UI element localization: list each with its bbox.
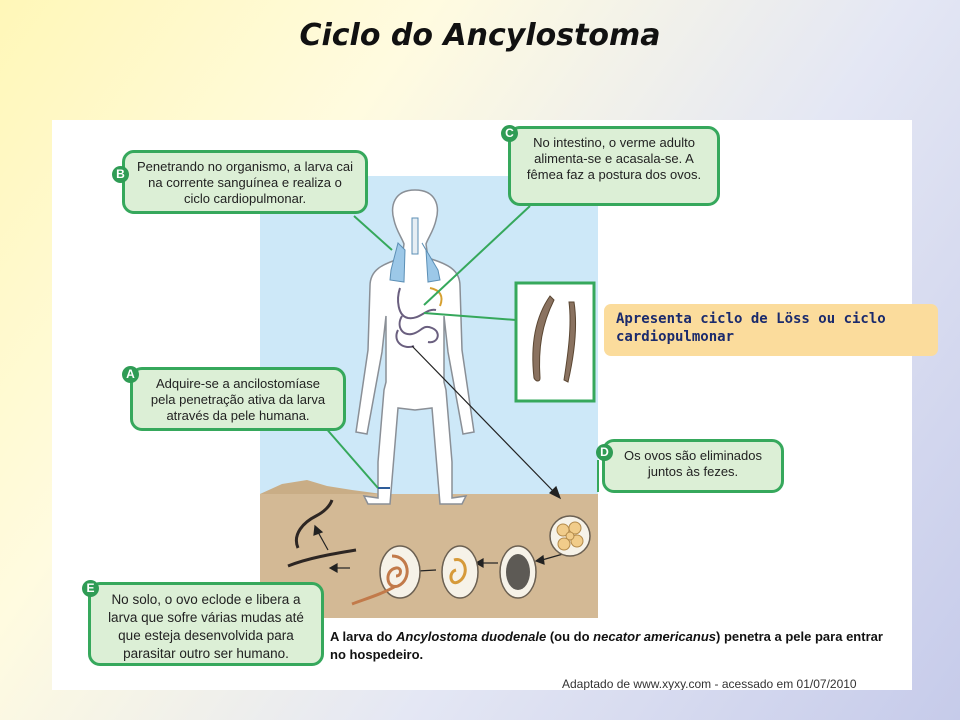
soil-larvae xyxy=(287,499,357,568)
egg-larva xyxy=(441,545,479,599)
callout-b-text: Penetrando no organismo, a larva cai na … xyxy=(136,159,354,206)
badge-b: B xyxy=(112,166,129,183)
caption-part-2: (ou do xyxy=(546,629,594,644)
caption-species-2: necator americanus xyxy=(593,629,717,644)
badge-a: A xyxy=(122,366,139,383)
ancylostoma-cycle-diagram: Penetrando no organismo, a larva cai na … xyxy=(52,120,912,690)
callout-a: Adquire-se a ancilostomíase pela penetra… xyxy=(130,367,346,431)
caption-part-1: A larva do xyxy=(330,629,396,644)
human-body xyxy=(355,189,475,505)
caption-species-1: Ancylostoma duodenale xyxy=(395,629,547,644)
figure-caption: A larva do Ancylostoma duodenale (ou do … xyxy=(330,628,900,664)
callout-c-text: No intestino, o verme adulto alimenta-se… xyxy=(526,135,702,182)
badge-e: E xyxy=(82,580,99,597)
callout-b: Penetrando no organismo, a larva cai na … xyxy=(122,150,368,214)
cycle-note-box: Apresenta ciclo de Löss ou ciclo cardiop… xyxy=(604,304,938,356)
callout-c: No intestino, o verme adulto alimenta-se… xyxy=(508,126,720,206)
callout-e: No solo, o ovo eclode e libera a larva q… xyxy=(88,582,324,666)
lungs xyxy=(389,217,441,283)
callout-a-text: Adquire-se a ancilostomíase pela penetra… xyxy=(150,376,326,423)
worm-magnified-box xyxy=(514,281,596,403)
adult-worms xyxy=(532,295,577,383)
callout-e-text: No solo, o ovo eclode e libera a larva q… xyxy=(108,592,304,661)
diagram-artwork xyxy=(260,176,599,618)
callout-d: Os ovos são eliminados juntos às fezes. xyxy=(602,439,784,493)
egg-stages xyxy=(351,515,591,606)
badge-d: D xyxy=(596,444,613,461)
slide-title: Ciclo do Ancylostoma xyxy=(299,18,661,53)
source-credit: Adaptado de www.xyxy.com - acessado em 0… xyxy=(562,677,857,690)
badge-c: C xyxy=(501,125,518,142)
caption-part-3: ) penetra a pele para entrar no hospedei… xyxy=(330,629,883,662)
callout-lines xyxy=(323,205,599,492)
soil-mound xyxy=(260,480,382,494)
callout-d-text: Os ovos são eliminados juntos às fezes. xyxy=(623,448,762,479)
intestine xyxy=(395,287,443,348)
